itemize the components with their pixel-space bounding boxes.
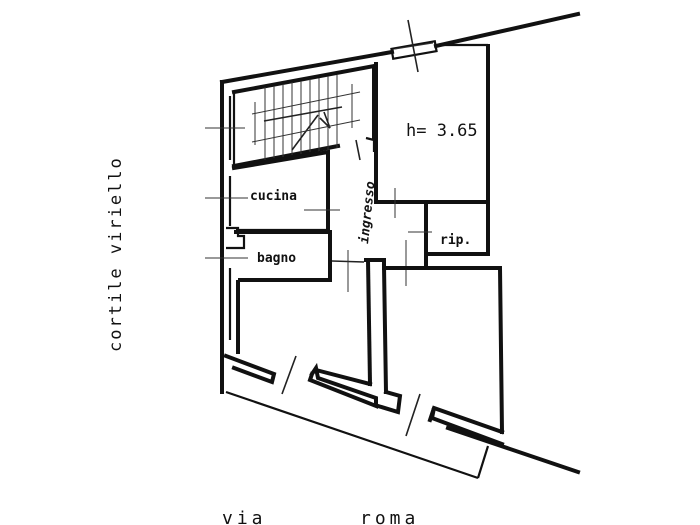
label-street-roma: roma — [360, 508, 419, 525]
room-large — [374, 43, 490, 218]
label-entrance: ingresso — [357, 180, 378, 244]
label-height: h= 3.65 — [406, 121, 478, 141]
room-lower-right — [375, 263, 505, 447]
label-bathroom: bagno — [257, 251, 296, 266]
room-bathroom — [205, 226, 365, 292]
room-lower-left — [223, 257, 378, 409]
label-street-via: via — [222, 508, 267, 525]
label-kitchen: cucina — [250, 189, 297, 204]
label-storage: rip. — [440, 233, 471, 248]
outer-boundary — [219, 11, 581, 480]
room-storage — [408, 200, 490, 256]
label-courtyard: cortile viriello — [106, 156, 126, 352]
